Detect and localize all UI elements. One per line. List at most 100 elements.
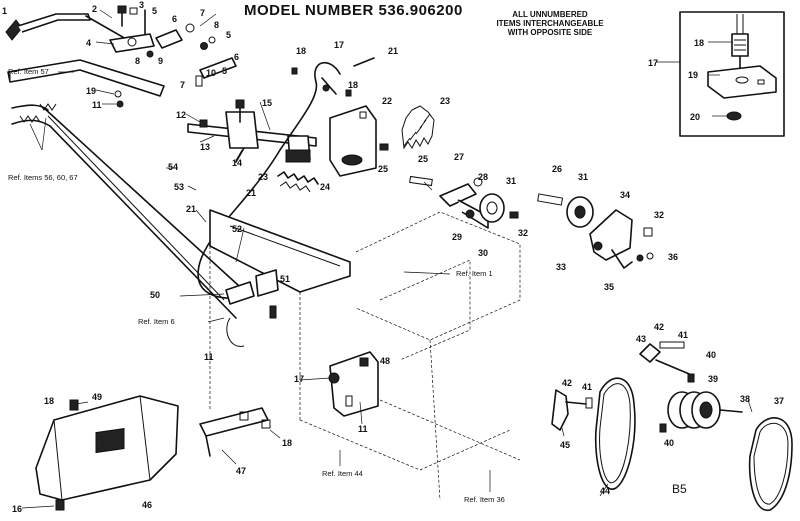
part-15: 15 [262, 98, 272, 108]
part-17c: 17 [294, 374, 304, 384]
spring-23a [401, 105, 435, 150]
note-line-2: ITEMS INTERCHANGEABLE [496, 19, 604, 28]
part-7b: 7 [180, 80, 185, 90]
reference-labels: Ref. Item 57 Ref. Items 56, 60, 67 Ref. … [8, 67, 505, 504]
belt-37 [748, 417, 793, 511]
part-18b: 18 [348, 80, 358, 90]
chassis-frame [209, 209, 521, 501]
ref-item-44: Ref. Item 44 [322, 469, 363, 478]
control-cables [11, 103, 251, 319]
part-5c: 5 [222, 66, 227, 76]
spring-23b [277, 171, 319, 193]
part-38: 38 [740, 394, 750, 404]
shift-bracket [109, 33, 155, 53]
part-1: 1 [2, 6, 7, 16]
part-41b: 41 [582, 382, 592, 392]
part-17b: 17 [648, 58, 658, 68]
part-49: 49 [92, 392, 102, 402]
part-44: 44 [600, 486, 610, 496]
part-6b: 6 [234, 52, 239, 62]
part-31a: 31 [506, 176, 516, 186]
part-50: 50 [150, 290, 160, 300]
part-17a: 17 [334, 40, 344, 50]
part-41a: 41 [678, 330, 688, 340]
part-43: 43 [636, 334, 646, 344]
part-29: 29 [452, 232, 462, 242]
part-18e: 18 [282, 438, 292, 448]
bracket-45 [551, 389, 593, 431]
inset-wire [736, 14, 744, 34]
part-30: 30 [478, 248, 488, 258]
belt-guard [35, 395, 179, 511]
part-53: 53 [174, 182, 184, 192]
leader-lines [21, 9, 753, 509]
part-2: 2 [92, 4, 97, 14]
part-47: 47 [236, 466, 246, 476]
part-11b: 11 [204, 352, 214, 362]
hardware-cluster [109, 5, 237, 108]
lever-assembly [187, 99, 317, 163]
part-19a: 19 [86, 86, 96, 96]
bracket-50-51 [225, 269, 279, 347]
part-51: 51 [280, 274, 290, 284]
ref-item-6: Ref. Item 6 [138, 317, 175, 326]
part-4: 4 [86, 38, 91, 48]
part-24: 24 [320, 182, 330, 192]
ref-items-56-60-67: Ref. Items 56, 60, 67 [8, 173, 78, 182]
part-35: 35 [604, 282, 614, 292]
part-21b: 21 [246, 188, 256, 198]
part-37: 37 [774, 396, 784, 406]
part-23b: 23 [258, 172, 268, 182]
part-19b: 19 [688, 70, 698, 80]
part-45: 45 [560, 440, 570, 450]
part-5a: 5 [152, 6, 157, 16]
part-8a: 8 [214, 20, 219, 30]
diagram-code: B5 [672, 482, 687, 496]
bracket-47 [199, 407, 271, 457]
part-34: 34 [620, 190, 630, 200]
part-52: 52 [232, 224, 242, 234]
part-21c: 21 [186, 204, 196, 214]
part-12: 12 [176, 110, 186, 120]
part-36: 36 [668, 252, 678, 262]
part-23a: 23 [440, 96, 450, 106]
part-25b: 25 [418, 154, 428, 164]
part-8b: 8 [135, 56, 140, 66]
ref-item-57: Ref. Item 57 [8, 67, 49, 76]
part-33: 33 [556, 262, 566, 272]
part-10: 10 [206, 68, 216, 78]
part-32b: 32 [654, 210, 664, 220]
bracket-46-48 [328, 351, 379, 417]
part-25a: 25 [378, 164, 388, 174]
part-48: 48 [380, 356, 390, 366]
idler-bracket-34 [589, 209, 633, 261]
part-20: 20 [690, 112, 700, 122]
part-7a: 7 [200, 8, 205, 18]
drive-belt-44 [594, 377, 636, 490]
pulley-39 [639, 341, 743, 433]
part-16: 16 [12, 504, 22, 514]
part-31b: 31 [578, 172, 588, 182]
ref-item-1: Ref. Item 1 [456, 269, 493, 278]
part-42b: 42 [562, 378, 572, 388]
part-54: 54 [168, 162, 178, 172]
part-21a: 21 [388, 46, 398, 56]
part-42a: 42 [654, 322, 664, 332]
model-number-title: MODEL NUMBER 536.906200 [244, 2, 463, 19]
inset-detail [656, 11, 785, 137]
part-46: 46 [142, 500, 152, 510]
part-27: 27 [454, 152, 464, 162]
idler-pulley-31a [479, 193, 505, 223]
part-5b: 5 [226, 30, 231, 40]
part-13: 13 [200, 142, 210, 152]
shift-knob [5, 19, 23, 41]
frame-plate [209, 209, 351, 293]
note-line-1: ALL UNNUMBERED [512, 10, 588, 19]
part-40b: 40 [664, 438, 674, 448]
idler-assembly-right [537, 193, 654, 269]
part-6a: 6 [172, 14, 177, 24]
part-22: 22 [382, 96, 392, 106]
shift-rod [5, 13, 165, 97]
cable-17 [197, 57, 375, 300]
